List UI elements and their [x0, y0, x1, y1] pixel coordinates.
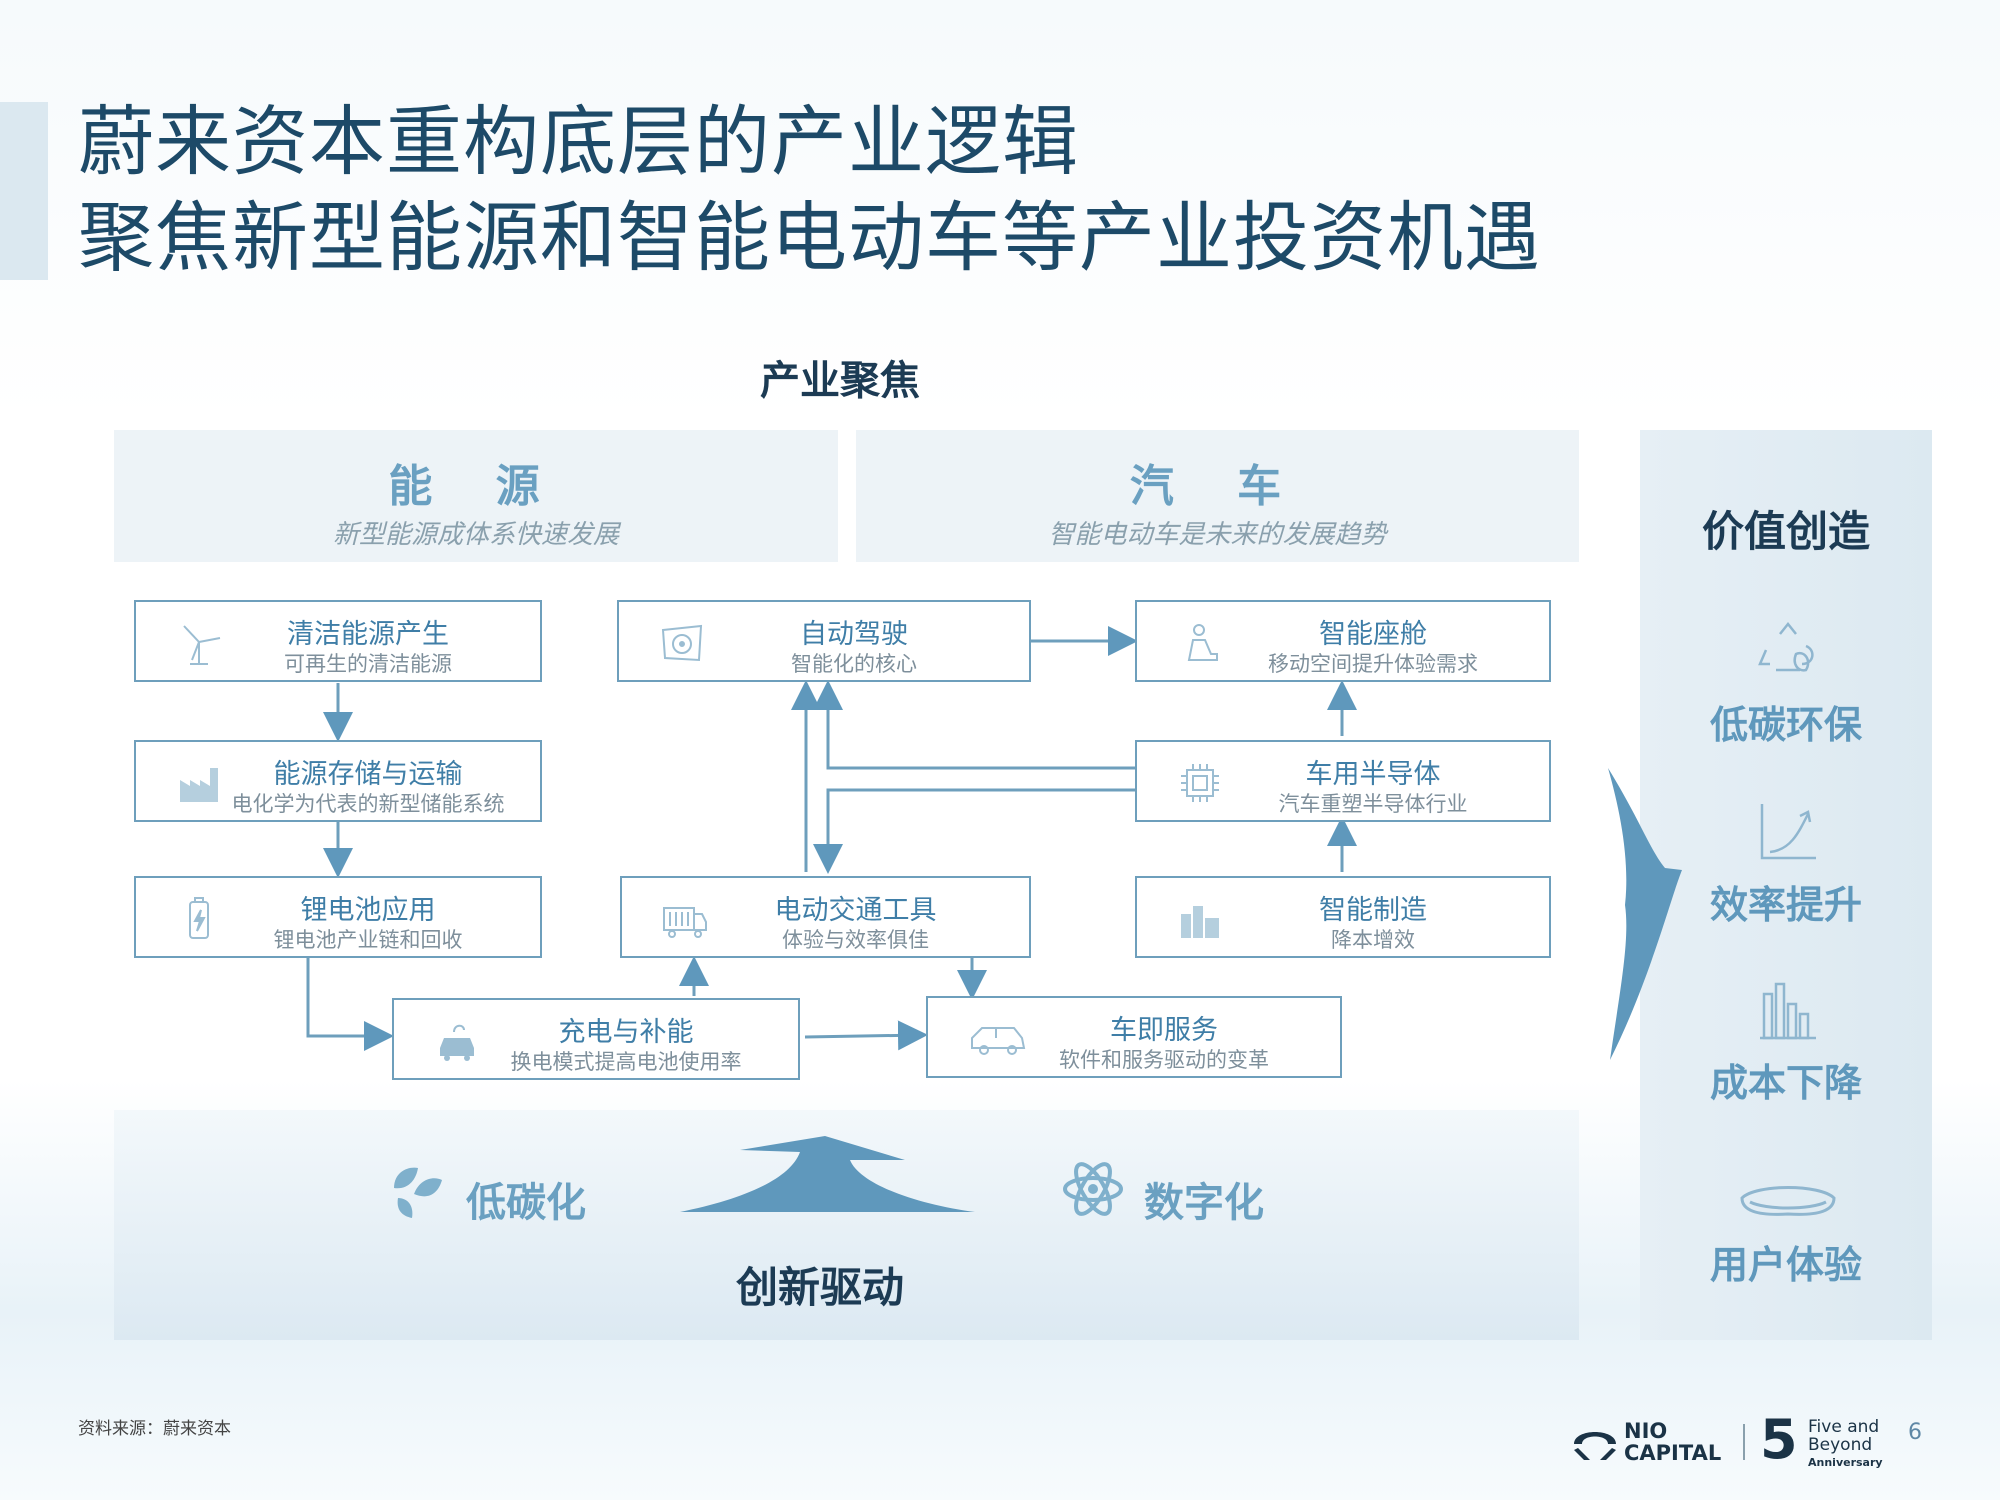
box-manufacturing-sub: 降本增效: [1331, 928, 1415, 952]
value-creation-heading: 价值创造: [1701, 507, 1870, 556]
box-semiconductor-title: 车用半导体: [1305, 759, 1441, 790]
title-accent-bar: [0, 102, 48, 280]
value-cost-reduction: 成本下降: [1709, 1061, 1862, 1105]
value-arrow: [1608, 768, 1682, 1060]
page-title-line-2: 聚焦新型能源和智能电动车等产业投资机遇: [78, 193, 1541, 282]
box-manufacturing: 智能制造 降本增效: [1135, 876, 1551, 958]
box-ev-title: 电动交通工具: [774, 895, 937, 926]
battery-icon: [189, 897, 209, 939]
energy-heading: 能 源: [388, 461, 564, 512]
wind-turbine-icon: [183, 625, 221, 665]
box-services-title: 车即服务: [1110, 1015, 1218, 1046]
recycle-icon: [1758, 621, 1814, 672]
source-note: 资料来源：蔚来资本: [78, 1419, 231, 1439]
innovation-up-arrow: [680, 1136, 975, 1212]
box-storage-sub: 电化学为代表的新型储能系统: [231, 792, 505, 816]
low-carbon-label: 低碳化: [466, 1180, 586, 1226]
box-charging: 充电与补能 换电模式提高电池使用率: [392, 998, 800, 1080]
arrow-semi-to-autonomous: [813, 680, 1135, 770]
arrow-semi-to-ev: [813, 788, 1135, 874]
vr-glasses-icon: [1740, 1186, 1836, 1216]
box-manufacturing-title: 智能制造: [1319, 895, 1427, 926]
box-autonomous-sub: 智能化的核心: [791, 652, 917, 676]
charging-car-icon: [440, 1024, 474, 1061]
box-lithium-title: 锂电池应用: [300, 895, 436, 926]
logo-divider: [1743, 1424, 1745, 1460]
auto-heading: 汽 车: [1129, 461, 1306, 512]
box-cockpit: 智能座舱 移动空间提升体验需求: [1135, 600, 1551, 682]
industry-focus-heading: 产业聚焦: [760, 358, 920, 404]
auto-panel: 汽 车 智能电动车是未来的发展趋势: [856, 430, 1579, 562]
steering-wheel-icon: [661, 624, 703, 662]
suv-icon: [971, 1027, 1026, 1055]
nio-logo-icon: [1574, 1432, 1616, 1460]
nio-wordmark-line1: NIO: [1624, 1419, 1668, 1443]
box-storage-title: 能源存储与运输: [273, 759, 463, 790]
arrow-lithium-to-charging: [306, 958, 394, 1051]
leaves-icon: [394, 1167, 442, 1218]
nio-capital-wordmark: NIO CAPITAL: [1624, 1420, 1721, 1464]
box-ev: 电动交通工具 体验与效率俱佳: [620, 876, 1031, 958]
box-lithium: 锂电池应用 锂电池产业链和回收: [134, 876, 542, 958]
anniversary-line1: Five and: [1808, 1417, 1880, 1437]
box-services: 车即服务 软件和服务驱动的变革: [926, 996, 1342, 1078]
anniversary-line2: Beyond: [1808, 1435, 1873, 1455]
box-lithium-sub: 锂电池产业链和回收: [273, 928, 463, 952]
box-autonomous-title: 自动驾驶: [800, 619, 908, 650]
box-services-sub: 软件和服务驱动的变革: [1059, 1048, 1269, 1072]
box-charging-title: 充电与补能: [558, 1017, 694, 1048]
box-semiconductor-sub: 汽车重塑半导体行业: [1278, 792, 1468, 816]
arrow-charging-to-services: [804, 1020, 928, 1051]
energy-subheading: 新型能源成体系快速发展: [332, 520, 619, 550]
anniversary-number: 5: [1760, 1408, 1798, 1471]
box-storage: 能源存储与运输 电化学为代表的新型储能系统: [134, 740, 542, 822]
box-clean-energy-title: 清洁能源产生: [287, 619, 449, 650]
chip-icon: [1181, 764, 1219, 802]
digital-label: 数字化: [1144, 1180, 1264, 1226]
growth-chart-icon: [1760, 804, 1816, 860]
seat-icon: [1187, 624, 1218, 661]
box-autonomous: 自动驾驶 智能化的核心: [617, 600, 1031, 682]
innovation-driven-heading: 创新驱动: [735, 1263, 904, 1312]
box-ev-sub: 体验与效率俱佳: [782, 928, 929, 952]
energy-panel: 能 源 新型能源成体系快速发展: [114, 430, 838, 562]
nio-wordmark-line2: CAPITAL: [1624, 1441, 1722, 1465]
value-efficiency: 效率提升: [1709, 883, 1862, 927]
truck-icon: [663, 907, 707, 938]
value-user-experience: 用户体验: [1709, 1243, 1862, 1287]
atom-icon: [1063, 1162, 1123, 1216]
box-charging-sub: 换电模式提高电池使用率: [510, 1050, 742, 1074]
box-clean-energy-sub: 可再生的清洁能源: [284, 652, 452, 676]
anniversary-line3: Anniversary: [1808, 1456, 1883, 1469]
page-number: 6: [1908, 1420, 1922, 1445]
box-clean-energy: 清洁能源产生 可再生的清洁能源: [134, 600, 542, 682]
page-title-line-1: 蔚来资本重构底层的产业逻辑: [78, 97, 1079, 186]
box-cockpit-title: 智能座舱: [1319, 619, 1427, 650]
smart-factory-icon: [1181, 906, 1219, 938]
box-cockpit-sub: 移动空间提升体验需求: [1268, 652, 1478, 676]
auto-subheading: 智能电动车是未来的发展趋势: [1048, 520, 1387, 550]
bar-chart-icon: [1760, 982, 1816, 1040]
value-low-carbon: 低碳环保: [1709, 703, 1862, 747]
factory-icon: [180, 768, 218, 802]
box-semiconductor: 车用半导体 汽车重塑半导体行业: [1135, 740, 1551, 822]
top-background: [0, 0, 2000, 420]
anniversary-wordmark: Five and Beyond Anniversary: [1808, 1418, 1883, 1472]
